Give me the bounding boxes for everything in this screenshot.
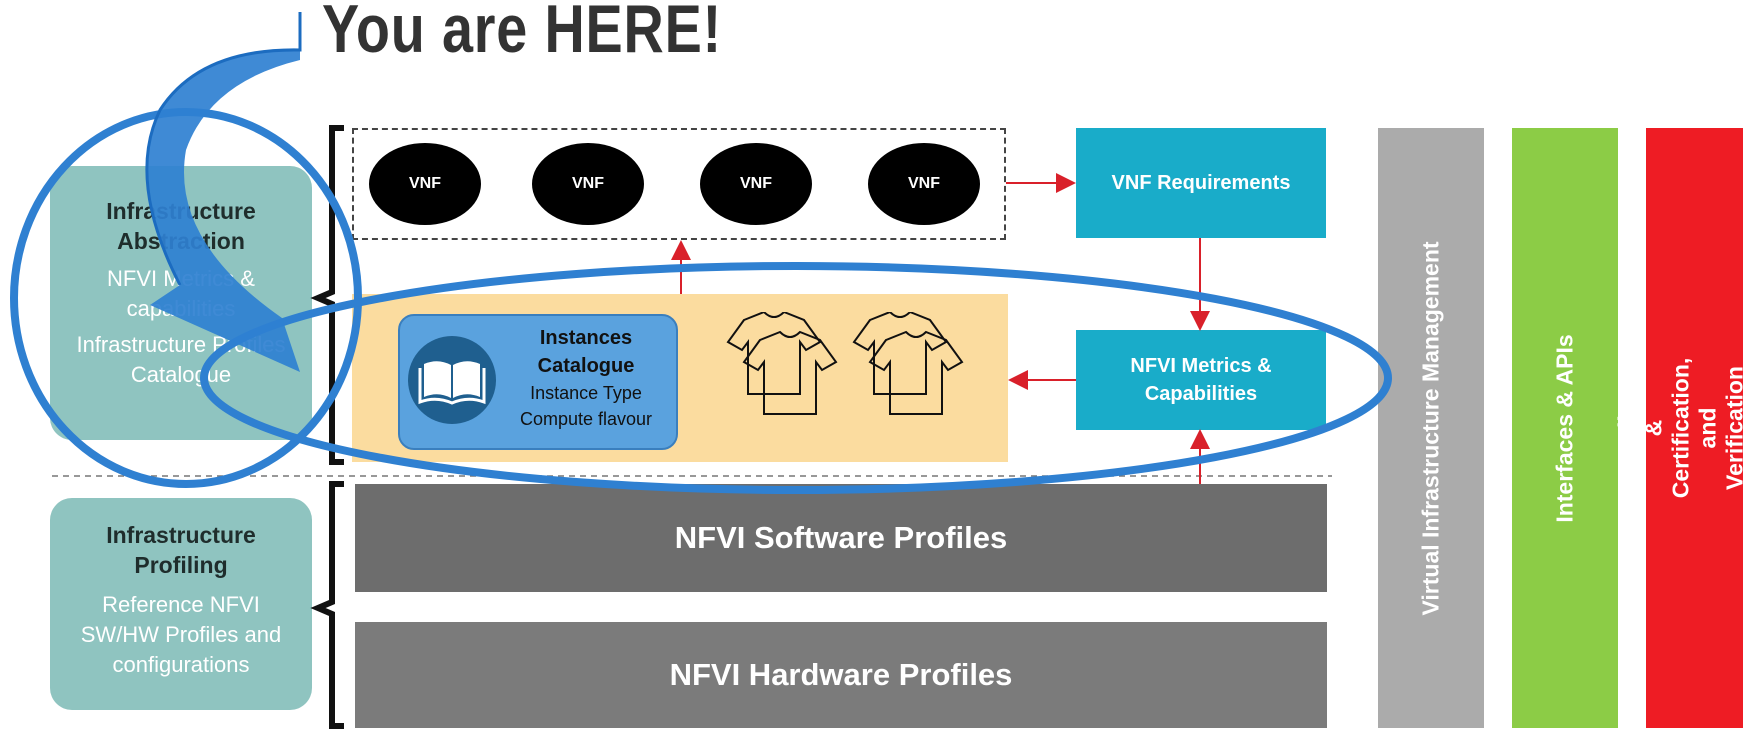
interfaces-apis-column: Interfaces & APIs	[1512, 128, 1618, 728]
vnf-ellipse: VNF	[700, 143, 812, 225]
vnf-container	[352, 128, 1006, 240]
nfvi-metrics-box: NFVI Metrics & Capabilities	[1076, 330, 1326, 430]
vnf-ellipse: VNF	[868, 143, 980, 225]
nfvi-software-profiles-bar: NFVI Software Profiles	[355, 484, 1327, 592]
catalogue-line-2: Compute flavour	[519, 409, 653, 429]
nfvi-hardware-profiles-bar: NFVI Hardware Profiles	[355, 622, 1327, 728]
profiling-brace	[310, 481, 344, 729]
compliance-column: Compliance & Certification, and Verifica…	[1614, 128, 1743, 728]
vnf-ellipse: VNF	[369, 143, 481, 225]
profiling-sub: Reference NFVI SW/HW Profiles and config…	[80, 592, 282, 677]
vnf-ellipse: VNF	[532, 143, 644, 225]
vim-column: Virtual Infrastructure Management	[1378, 128, 1484, 728]
middle-highlight-ellipse	[200, 262, 1392, 494]
instances-catalogue-box: Instances Catalogue Instance Type Comput…	[398, 314, 678, 450]
abstraction-brace	[310, 125, 344, 465]
curved-arrow-icon	[146, 12, 300, 372]
vnf-requirements-box: VNF Requirements	[1076, 128, 1326, 238]
book-icon	[408, 336, 496, 424]
tshirt-icon	[726, 312, 964, 415]
catalogue-line-1: Instance Type	[530, 383, 642, 403]
profiling-heading: Infrastructure Profiling	[106, 522, 256, 578]
page-title: You are HERE!	[322, 0, 723, 67]
catalogue-title: Instances Catalogue	[537, 327, 635, 377]
infrastructure-profiling-box: Infrastructure Profiling Reference NFVI …	[50, 498, 312, 710]
